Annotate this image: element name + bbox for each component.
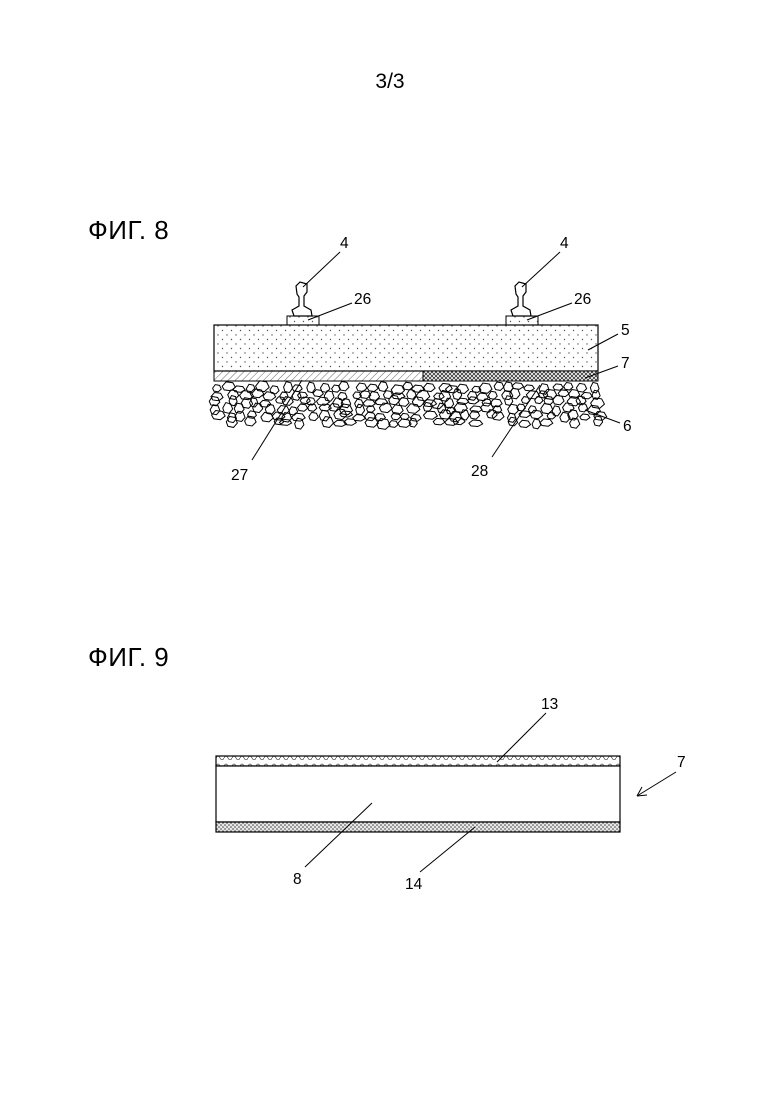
ballast-stone	[479, 383, 492, 393]
ballast-stone	[563, 403, 574, 412]
ref-mat-fig9: 7	[677, 754, 686, 771]
ref-pad-left: 26	[354, 291, 371, 308]
ballast-stone	[494, 382, 504, 390]
sleeper	[214, 325, 598, 371]
ref-rail-right: 4	[560, 235, 569, 252]
ballast-stone	[487, 410, 498, 419]
ballast-stone	[322, 417, 334, 428]
core	[216, 766, 620, 822]
ref-mat-right-section: 28	[471, 463, 488, 480]
ref-core: 8	[293, 871, 302, 888]
ballast-stone	[229, 396, 237, 406]
ballast-stone	[553, 384, 563, 390]
figure-8-drawing: 4 4 26 26 5 7 6 27 28	[209, 235, 631, 484]
ref-mat-left-section: 27	[231, 467, 248, 484]
ballast-stone	[256, 381, 270, 392]
ballast-stone	[378, 382, 388, 392]
ballast-stone	[530, 410, 542, 418]
ballast-stone	[223, 403, 233, 414]
ballast-stone	[564, 383, 573, 391]
ballast-stone	[424, 383, 436, 391]
ballast-stone	[355, 399, 364, 407]
ballast-stone	[580, 414, 590, 420]
ref-pad-right: 26	[574, 291, 591, 308]
ballast-stone	[344, 419, 357, 426]
ballast-stone	[284, 382, 293, 393]
ballast-stone	[365, 412, 376, 420]
bottom-layer	[216, 822, 620, 832]
top-layer	[216, 756, 620, 766]
ballast-stone	[274, 418, 283, 425]
ballast-stone	[367, 384, 378, 391]
ballast-stone	[553, 395, 564, 405]
ballast-stone	[307, 382, 315, 393]
rail-left	[287, 282, 319, 325]
ballast-stone	[552, 406, 560, 416]
ballast-stone	[407, 404, 420, 414]
ballast-stone	[423, 411, 437, 419]
ballast-stone	[532, 419, 541, 429]
ballast-stone	[213, 385, 222, 392]
ballast-stone	[488, 391, 497, 399]
ballast-stone	[263, 392, 276, 401]
ballast-stone	[356, 404, 365, 415]
ballast-stone	[389, 395, 400, 405]
ballast-stone	[309, 412, 319, 420]
ballast-stone	[279, 419, 291, 425]
ballast-stone	[295, 418, 304, 429]
ballast-stone	[449, 411, 461, 422]
ref-sleeper: 5	[621, 322, 630, 339]
ballast-stone	[297, 404, 307, 411]
ballast-stone	[433, 418, 445, 425]
ballast-stone	[412, 385, 424, 392]
mat-left-section	[214, 371, 423, 381]
rail-right	[506, 282, 538, 325]
ballast-stone	[524, 385, 534, 391]
ballast-stone	[375, 399, 388, 405]
ballast-stone	[581, 392, 592, 398]
ref-top-layer: 13	[541, 696, 558, 713]
figure-9-drawing: 13 7 8 14	[216, 696, 686, 893]
ballast-stone	[356, 383, 367, 391]
ballast-stone	[445, 398, 454, 408]
ballast-stone	[339, 381, 349, 390]
ballast-stone	[519, 420, 531, 427]
ref-mat: 7	[621, 355, 630, 372]
mat-right-section	[423, 371, 598, 381]
ballast-stone	[535, 396, 543, 403]
ballast-stone	[292, 413, 306, 421]
ref-rail-left: 4	[340, 235, 349, 252]
ballast-stone	[319, 410, 330, 421]
ballast-stone	[383, 391, 392, 399]
ballast-stone	[228, 390, 239, 400]
ballast-stone	[547, 412, 555, 419]
ref-ballast: 6	[623, 418, 632, 435]
ballast-stone	[594, 416, 603, 426]
ballast-stone	[365, 418, 378, 428]
ballast-stone	[540, 419, 553, 426]
ballast-stone	[313, 390, 323, 397]
ballast	[209, 381, 606, 430]
ref-bottom-layer: 14	[405, 876, 423, 893]
ballast-stone	[469, 420, 483, 427]
